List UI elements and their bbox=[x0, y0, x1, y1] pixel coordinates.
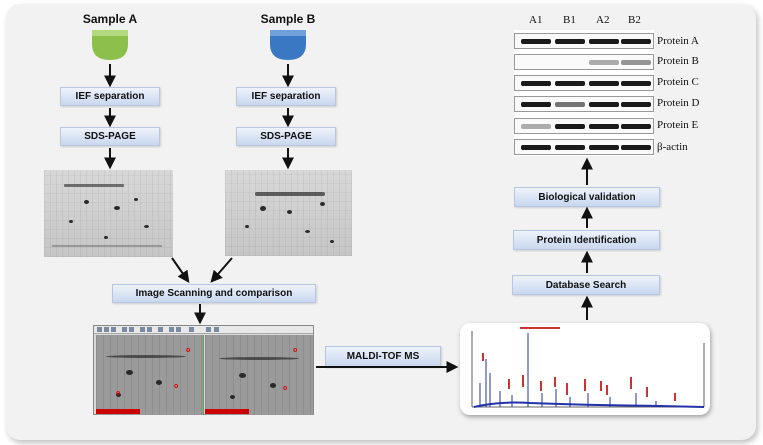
down-arrow bbox=[171, 257, 190, 283]
blot-row-protein-a bbox=[514, 33, 654, 49]
lane-label-b1: B1 bbox=[563, 14, 576, 26]
beta-actin-label: β-actin bbox=[657, 141, 688, 153]
protein-identification-box: Protein Identification bbox=[513, 230, 660, 250]
sds-page-a: SDS-PAGE bbox=[60, 127, 160, 146]
database-search-box: Database Search bbox=[512, 275, 660, 295]
ief-separation-a: IEF separation bbox=[60, 87, 160, 106]
sample-b-label: Sample B bbox=[260, 12, 316, 26]
blot-row-beta-actin bbox=[514, 139, 654, 155]
lane-label-a2: A2 bbox=[596, 14, 610, 26]
gel-image-b bbox=[225, 170, 352, 256]
image-scanning-box: Image Scanning and comparison bbox=[112, 284, 316, 303]
blot-row-protein-e bbox=[514, 118, 654, 134]
blot-row-protein-d bbox=[514, 96, 654, 112]
protein-c-label: Protein C bbox=[657, 76, 699, 88]
sds-page-b: SDS-PAGE bbox=[236, 127, 336, 146]
sample-b-shape bbox=[270, 30, 306, 60]
software-toolbar bbox=[94, 326, 313, 334]
protein-e-label: Protein E bbox=[657, 119, 699, 131]
blot-row-protein-c bbox=[514, 75, 654, 91]
lane-label-a1: A1 bbox=[529, 14, 543, 26]
protein-d-label: Protein D bbox=[657, 97, 700, 109]
mass-spectrum bbox=[460, 323, 710, 415]
scan-gel-left: o o o bbox=[96, 335, 204, 415]
blot-row-protein-b bbox=[514, 54, 654, 70]
biological-validation-box: Biological validation bbox=[514, 187, 660, 207]
protein-b-label: Protein B bbox=[657, 55, 699, 67]
spectrum-plot bbox=[471, 327, 705, 408]
gel-comparison-screenshot: o o o o o bbox=[93, 325, 314, 415]
protein-a-label: Protein A bbox=[657, 35, 699, 47]
ief-separation-b: IEF separation bbox=[236, 87, 336, 106]
scan-gel-right: o o bbox=[205, 335, 313, 415]
gel-image-a bbox=[44, 170, 173, 257]
sample-a-shape bbox=[92, 30, 128, 60]
sample-a-label: Sample A bbox=[82, 12, 138, 26]
down-arrow bbox=[210, 257, 233, 283]
western-blot bbox=[514, 30, 654, 156]
lane-label-b2: B2 bbox=[628, 14, 641, 26]
